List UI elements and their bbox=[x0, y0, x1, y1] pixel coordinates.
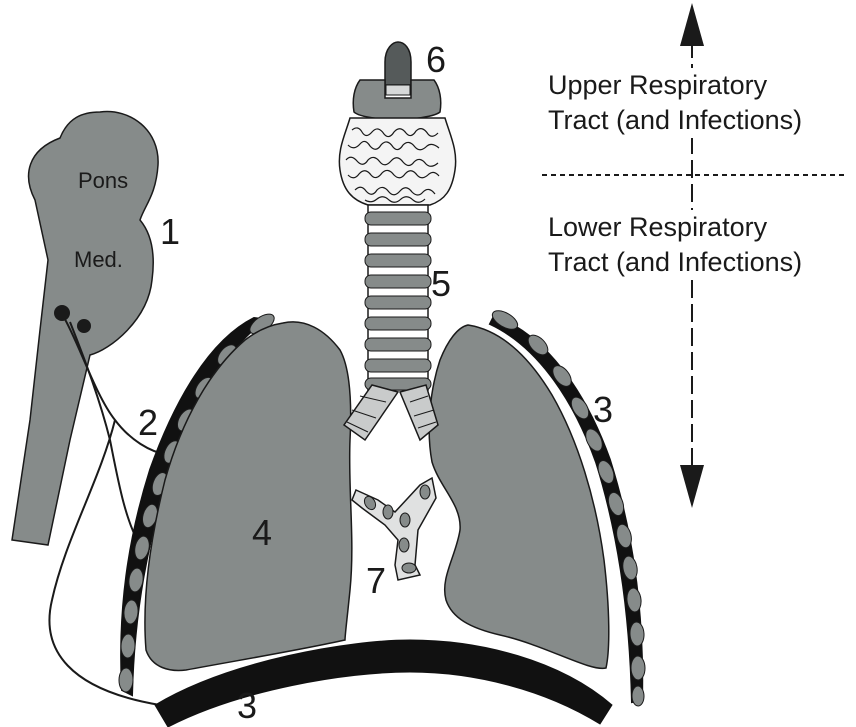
label-2-nerves: 2 bbox=[138, 405, 158, 441]
label-5-trachea: 5 bbox=[431, 266, 451, 302]
nerve-nucleus bbox=[77, 319, 91, 333]
label-3-diaphragm: 3 bbox=[237, 688, 257, 724]
arrow-down-icon bbox=[680, 465, 704, 508]
lower-respiratory-line2: Tract (and Infections) bbox=[548, 245, 802, 280]
nasopharynx-band bbox=[386, 85, 410, 95]
label-7-bronchi: 7 bbox=[366, 563, 386, 599]
label-1-central-control: 1 bbox=[160, 214, 180, 250]
arrow-up-icon bbox=[680, 3, 704, 46]
tracheal-rings bbox=[365, 212, 431, 390]
upper-respiratory-line2: Tract (and Infections) bbox=[548, 103, 802, 138]
right-lung bbox=[429, 325, 609, 668]
label-6-upper-airway: 6 bbox=[426, 42, 446, 78]
nerve-nucleus bbox=[54, 305, 70, 321]
nasopharynx bbox=[385, 42, 411, 85]
label-3-chest-wall: 3 bbox=[593, 392, 613, 428]
left-lung bbox=[145, 322, 352, 671]
upper-respiratory-label: Upper Respiratory Tract (and Infections) bbox=[548, 68, 802, 138]
medulla-label: Med. bbox=[74, 249, 123, 271]
bronchus-left bbox=[344, 385, 398, 440]
lower-respiratory-line1: Lower Respiratory bbox=[548, 210, 802, 245]
label-4-lung: 4 bbox=[252, 515, 272, 551]
upper-respiratory-line1: Upper Respiratory bbox=[548, 68, 802, 103]
lower-respiratory-label: Lower Respiratory Tract (and Infections) bbox=[548, 210, 802, 280]
pons-label: Pons bbox=[78, 170, 128, 192]
